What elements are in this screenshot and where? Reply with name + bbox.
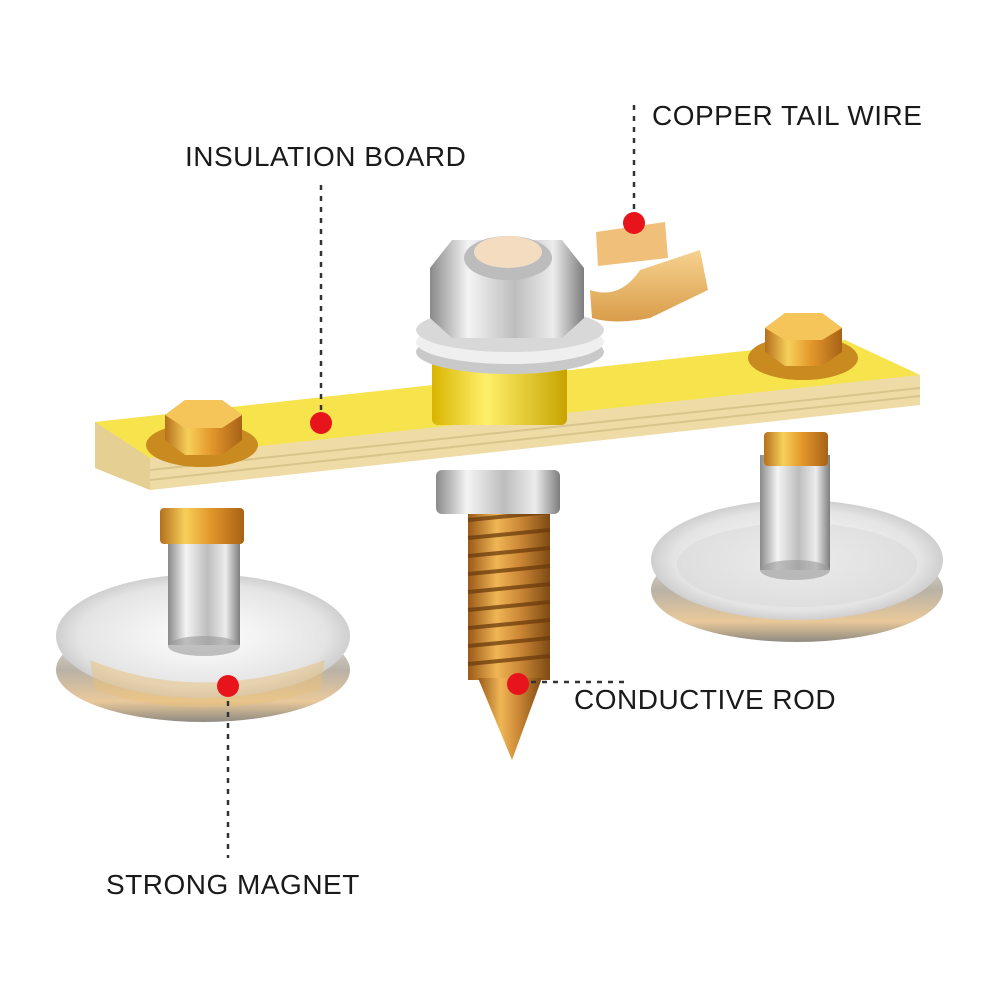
left-board-bolt <box>146 400 258 467</box>
right-magnet <box>651 432 943 642</box>
insulation-board-marker <box>310 412 332 434</box>
copper-tail-wire-marker <box>623 212 645 234</box>
center-terminal <box>416 222 708 425</box>
markers <box>217 212 645 697</box>
strong-magnet-marker <box>217 675 239 697</box>
copper-tail-wire-label: COPPER TAIL WIRE <box>652 100 923 131</box>
leader-lines <box>226 105 636 858</box>
right-board-bolt <box>748 313 858 380</box>
left-magnet <box>56 508 350 722</box>
conductive-rod <box>436 470 560 760</box>
conductive-rod-label: CONDUCTIVE ROD <box>574 684 837 715</box>
strong-magnet-label: STRONG MAGNET <box>106 869 360 900</box>
conductive-rod-marker <box>507 673 529 695</box>
insulation-board-label: INSULATION BOARD <box>185 141 467 172</box>
